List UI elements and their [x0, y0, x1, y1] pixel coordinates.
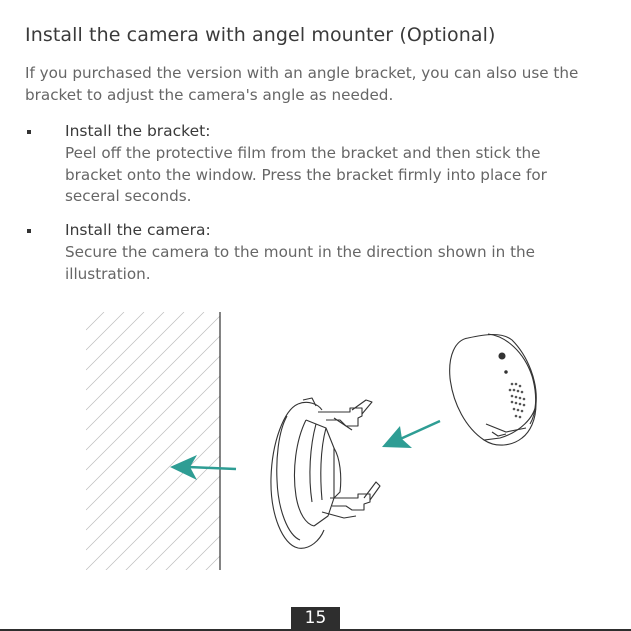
bullet-marker	[27, 229, 31, 233]
bullet-marker	[27, 130, 31, 134]
arrow-left-icon	[170, 455, 237, 480]
step-heading: Install the bracket:	[65, 122, 211, 140]
step-text: Peel off the protective film from the br…	[65, 144, 547, 205]
arrow-left-icon	[382, 419, 441, 448]
page-number: 15	[291, 607, 340, 630]
angle-bracket-icon	[270, 397, 381, 549]
installation-illustration	[86, 312, 537, 570]
step-heading: Install the camera:	[65, 221, 211, 239]
footer-rule	[0, 629, 631, 631]
camera-icon	[449, 333, 537, 446]
page-title: Install the camera with angel mounter (O…	[25, 24, 496, 46]
window-wall-icon	[86, 312, 221, 570]
step-text: Secure the camera to the mount in the di…	[65, 243, 536, 283]
intro-paragraph: If you purchased the version with an ang…	[25, 64, 579, 104]
